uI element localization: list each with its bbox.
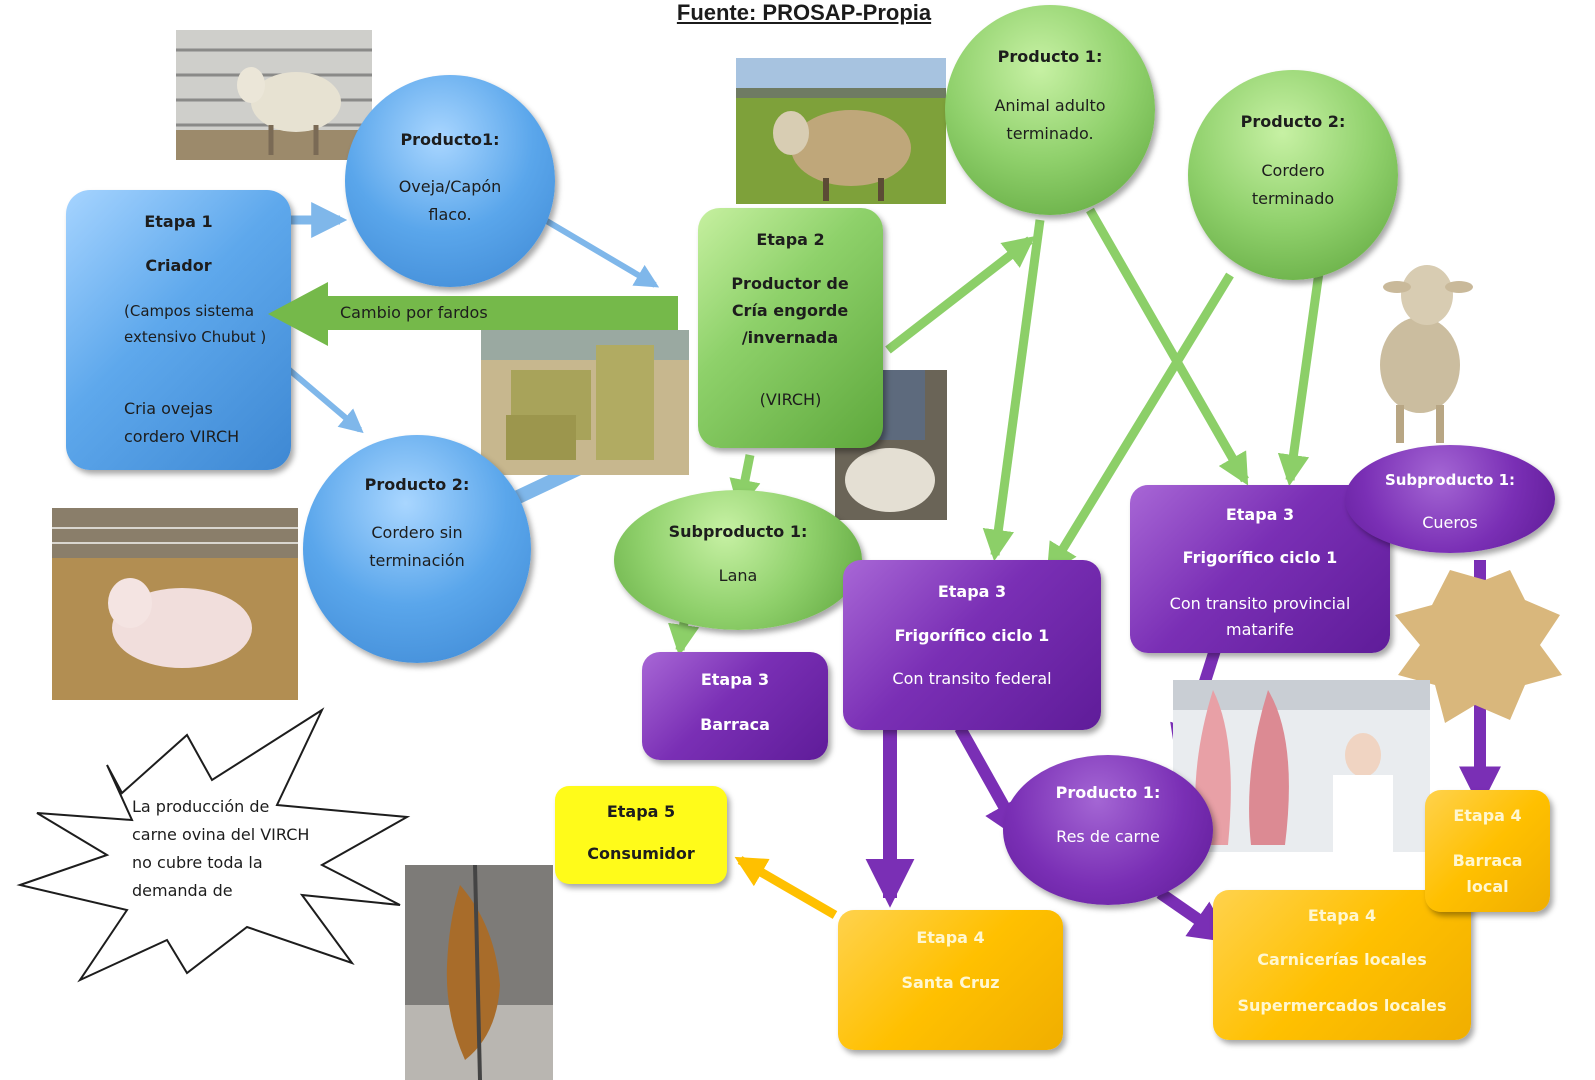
e2-producto1-animal-node: Producto 1: Animal adulto terminado. [945, 5, 1155, 215]
res-carne-title: Producto 1: [1055, 783, 1161, 802]
lamb-photo [52, 508, 298, 700]
res-carne-desc: Res de carne [1056, 827, 1160, 846]
source-title: Fuente: PROSAP-Propia [676, 0, 932, 25]
etapa1-role: Criador [145, 256, 212, 275]
frig-federal-title: Etapa 3 [937, 582, 1007, 601]
santa-cruz-title: Etapa 4 [916, 928, 985, 947]
etapa1-criador-box: Etapa 1 Criador (Campos sistema extensiv… [66, 190, 291, 470]
consumidor-title: Etapa 5 [606, 802, 676, 821]
barraca-local-desc: Barraca local [1452, 851, 1523, 896]
etapa3-barraca-box: Etapa 3 Barraca [642, 652, 828, 760]
consumidor-desc: Consumidor [587, 844, 695, 863]
producto1-title: Producto1: [400, 130, 500, 149]
etapa2-title: Etapa 2 [756, 230, 825, 249]
etapa2-desc: (VIRCH) [759, 390, 822, 409]
producto2-title: Producto 2: [364, 475, 470, 494]
e2-producto1-desc: Animal adulto terminado. [994, 96, 1106, 143]
sheep-field-photo [736, 58, 946, 204]
producto2-desc: Cordero sin terminación [369, 523, 465, 570]
carnicerias-line1: Carnicerías locales [1257, 950, 1427, 969]
etapa3-frigorifico-federal-box: Etapa 3 Frigorífico ciclo 1 Con transito… [843, 560, 1101, 730]
callout-text: La producción de carne ovina del VIRCH n… [132, 797, 310, 900]
cambio-por-fardos-arrow: Cambio por fardos [268, 282, 678, 346]
producto1-oveja-node: Producto1: Oveja/Capón flaco. [345, 75, 555, 287]
santa-cruz-desc: Santa Cruz [901, 973, 1000, 992]
etapa1-desc: (Campos sistema extensivo Chubut ) [124, 302, 267, 347]
frig-prov-desc: Con transito provincial matarife [1169, 594, 1351, 639]
producto1-res-carne-node: Producto 1: Res de carne [1003, 755, 1213, 905]
etapa4-barraca-local-box: Etapa 4 Barraca local [1425, 790, 1550, 912]
arrow-producto1-to-etapa2 [543, 217, 660, 288]
e2-producto2-title: Producto 2: [1240, 112, 1346, 131]
barraca-desc: Barraca [700, 715, 770, 734]
arrow-e2producto2-to-frigprov [1277, 264, 1325, 487]
etapa4-carnicerias-box: Etapa 4 Carnicerías locales Supermercado… [1213, 890, 1471, 1040]
lana-title: Subproducto 1: [668, 522, 808, 541]
cueros-desc: Cueros [1422, 513, 1478, 532]
subproducto-lana-node: Subproducto 1: Lana [614, 490, 862, 630]
etapa3-frigorifico-provincial-box: Etapa 3 Frigorífico ciclo 1 Con transito… [1130, 485, 1390, 653]
etapa5-consumidor-box: Etapa 5 Consumidor [555, 786, 727, 884]
etapa2-role: Productor de Cría engorde /invernada [731, 274, 849, 348]
roast-lamb-photo [405, 865, 553, 1080]
e2-producto1-title: Producto 1: [997, 47, 1103, 66]
frig-prov-role: Frigorífico ciclo 1 [1182, 548, 1338, 567]
frig-federal-desc: Con transito federal [892, 669, 1052, 688]
cambio-por-fardos-label: Cambio por fardos [340, 303, 488, 322]
barraca-title: Etapa 3 [700, 670, 770, 689]
e2-producto2-cordero-node: Producto 2: Cordero terminado [1188, 70, 1398, 280]
frig-federal-role: Frigorífico ciclo 1 [894, 626, 1050, 645]
etapa4-santa-cruz-box: Etapa 4 Santa Cruz [838, 910, 1063, 1050]
carcass-photo [1173, 680, 1430, 852]
etapa1-title: Etapa 1 [144, 212, 213, 231]
sheepskin-photo [1390, 565, 1565, 725]
sheep-photo [176, 30, 372, 160]
demand-callout: La producción de carne ovina del VIRCH n… [12, 705, 412, 985]
subproducto-cueros-node: Subproducto 1: Cueros [1345, 445, 1555, 553]
arrow-e2producto1-to-frigprov [1086, 207, 1249, 486]
etapa2-productor-box: Etapa 2 Productor de Cría engorde /inver… [698, 208, 883, 448]
frig-prov-title: Etapa 3 [1225, 505, 1295, 524]
arrow-etapa2-to-e2producto1 [885, 236, 1035, 354]
barraca-local-title: Etapa 4 [1453, 806, 1522, 825]
producto2-cordero-node: Producto 2: Cordero sin terminación [303, 435, 531, 663]
lana-desc: Lana [718, 566, 758, 585]
etapa1-note: Cria ovejas cordero VIRCH [124, 399, 240, 446]
arrow-e2producto1-to-frigfed [982, 219, 1045, 562]
lamb-standing-photo [1355, 255, 1485, 445]
carnicerias-title: Etapa 4 [1307, 906, 1377, 925]
carnicerias-line2: Supermercados locales [1237, 996, 1447, 1015]
producto1-desc: Oveja/Capón flaco. [398, 177, 502, 224]
cueros-title: Subproducto 1: [1384, 471, 1516, 489]
arrow-santacruz-to-consumidor [734, 856, 838, 919]
arrow-e2producto2-to-frigfed [1046, 272, 1234, 576]
e2-producto2-desc: Cordero terminado [1251, 161, 1335, 208]
hay-bales-photo [481, 330, 689, 475]
